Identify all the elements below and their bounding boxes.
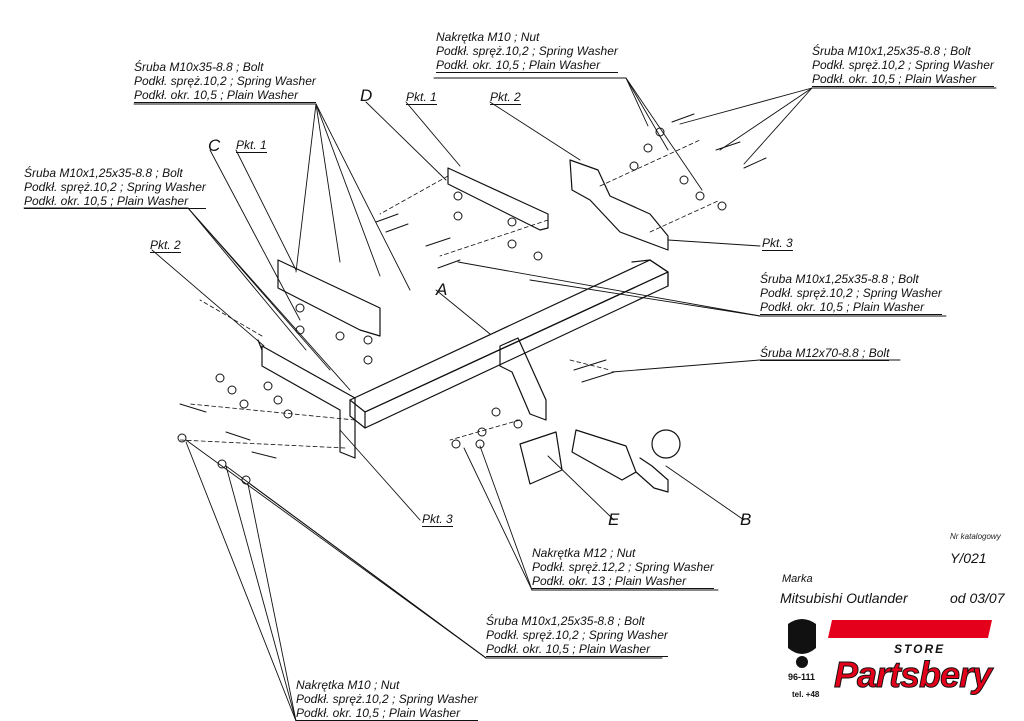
pkt-3-right: Pkt. 3 xyxy=(762,236,793,251)
catalog-value: Y/021 xyxy=(950,550,987,566)
towbar-logo-icon xyxy=(788,619,816,668)
callout-line: Nakrętka M10 ; Nut xyxy=(436,30,540,44)
model-name: Mitsubishi Outlander xyxy=(780,590,908,606)
callout-top-left: Śruba M10x35-8.8 ; Bolt Podkł. spręż.10,… xyxy=(134,60,316,103)
part-letter-b: B xyxy=(740,510,752,529)
model-date: od 03/07 xyxy=(950,590,1005,606)
callout-line: Podkł. okr. 10,5 ; Plain Washer xyxy=(296,706,478,721)
callout-line: Podkł. spręż.10,2 ; Spring Washer xyxy=(760,286,942,300)
callout-top-right: Śruba M10x1,25x35-8.8 ; Bolt Podkł. sprę… xyxy=(812,44,994,87)
leader-lines xyxy=(23,77,997,721)
callout-line: Śruba M10x1,25x35-8.8 ; Bolt xyxy=(760,272,919,286)
watermark-area: STORE Partsbery 96-111 tel. +48 xyxy=(782,612,1002,718)
part-letter-a: A xyxy=(436,280,448,299)
callout-line: Śruba M12x70-8.8 ; Bolt xyxy=(760,346,890,361)
crossbar-a xyxy=(349,259,669,429)
pkt-2-top: Pkt. 2 xyxy=(490,90,521,105)
callout-right-m12: Śruba M12x70-8.8 ; Bolt xyxy=(760,346,890,361)
part-letter-d: D xyxy=(360,86,373,105)
store-text: STORE xyxy=(894,642,946,656)
callout-left-mid: Śruba M10x1,25x35-8.8 ; Bolt Podkł. sprę… xyxy=(24,166,206,209)
fasteners xyxy=(177,113,767,485)
brand-red-stripe xyxy=(828,620,992,638)
callout-line: Podkł. okr. 10,5 ; Plain Washer xyxy=(486,642,668,657)
callout-line: Podkł. okr. 10,5 ; Plain Washer xyxy=(134,88,316,103)
callout-line: Podkł. okr. 10,5 ; Plain Washer xyxy=(436,58,618,73)
callout-line: Podkł. okr. 10,5 ; Plain Washer xyxy=(24,194,206,209)
callout-line: Podkł. spręż.10,2 ; Spring Washer xyxy=(812,58,994,72)
callout-right-mid: Śruba M10x1,25x35-8.8 ; Bolt Podkł. sprę… xyxy=(760,272,942,315)
pkt-label: Pkt. 2 xyxy=(490,90,521,105)
pkt-3-bottom: Pkt. 3 xyxy=(422,512,453,527)
callout-line: Śruba M10x35-8.8 ; Bolt xyxy=(134,60,264,74)
phone-text: 96-111 xyxy=(788,672,816,682)
left-bracket xyxy=(257,259,381,459)
callout-line: Podkł. spręż.10,2 ; Spring Washer xyxy=(436,44,618,58)
pkt-1-left: Pkt. 1 xyxy=(236,138,267,153)
callout-line: Podkł. okr. 13 ; Plain Washer xyxy=(532,574,714,589)
brand-label: Marka xyxy=(782,573,813,585)
pkt-1-top: Pkt. 1 xyxy=(406,90,437,105)
part-letter-c: C xyxy=(208,136,221,155)
callout-top-center: Nakrętka M10 ; Nut Podkł. spręż.10,2 ; S… xyxy=(436,30,618,73)
callout-line: Podkł. spręż.10,2 ; Spring Washer xyxy=(296,692,478,706)
right-bracket xyxy=(447,159,669,251)
callout-center-nut: Nakrętka M12 ; Nut Podkł. spręż.12,2 ; S… xyxy=(532,546,714,589)
callout-line: Podkł. spręż.10,2 ; Spring Washer xyxy=(134,74,316,88)
callout-line: Podkł. spręż.12,2 ; Spring Washer xyxy=(532,560,714,574)
callout-line: Śruba M10x1,25x35-8.8 ; Bolt xyxy=(812,44,971,58)
ball-mount xyxy=(499,337,681,493)
callout-bottom-center: Śruba M10x1,25x35-8.8 ; Bolt Podkł. sprę… xyxy=(486,614,668,657)
pkt-2-left: Pkt. 2 xyxy=(150,238,181,253)
pkt-label: Pkt. 2 xyxy=(150,238,181,253)
callout-line: Nakrętka M10 ; Nut xyxy=(296,678,400,692)
catalog-label: Nr katalogowy xyxy=(950,532,1001,541)
callout-bottom-left: Nakrętka M10 ; Nut Podkł. spręż.10,2 ; S… xyxy=(296,678,478,721)
partsbery-logo: Partsbery xyxy=(833,654,992,696)
assembly-lines xyxy=(179,139,721,449)
callout-line: Śruba M10x1,25x35-8.8 ; Bolt xyxy=(24,166,183,180)
pkt-label: Pkt. 1 xyxy=(236,138,267,153)
callout-line: Podkł. spręż.10,2 ; Spring Washer xyxy=(24,180,206,194)
callout-line: Podkł. okr. 10,5 ; Plain Washer xyxy=(812,72,994,87)
phone-text-2: tel. +48 xyxy=(792,690,820,699)
pkt-label: Pkt. 3 xyxy=(762,236,793,251)
pkt-label: Pkt. 3 xyxy=(422,512,453,527)
callout-line: Podkł. spręż.10,2 ; Spring Washer xyxy=(486,628,668,642)
callout-line: Nakrętka M12 ; Nut xyxy=(532,546,636,560)
part-letter-e: E xyxy=(608,510,620,529)
callout-line: Podkł. okr. 10,5 ; Plain Washer xyxy=(760,300,942,315)
callout-line: Śruba M10x1,25x35-8.8 ; Bolt xyxy=(486,614,645,628)
pkt-label: Pkt. 1 xyxy=(406,90,437,105)
